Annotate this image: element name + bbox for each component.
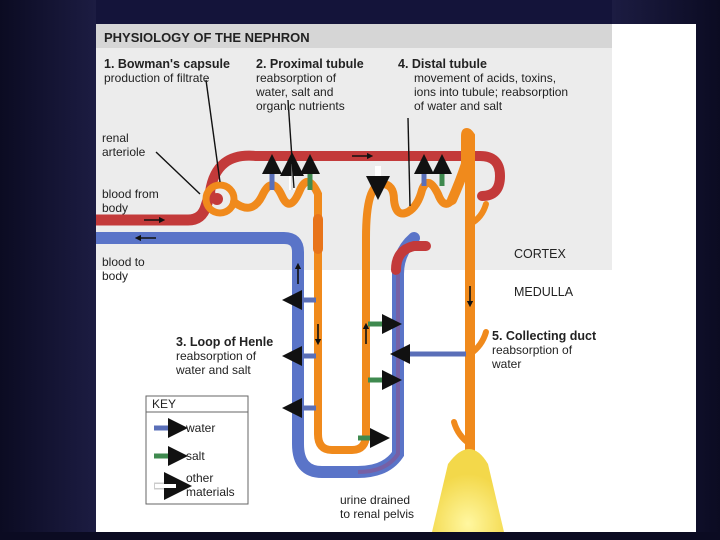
blood-from-body-label-1: blood from [102,187,159,201]
diagram-title: PHYSIOLOGY OF THE NEPHRON [104,30,310,45]
distal-heading: 4. Distal tubule [398,57,487,71]
medulla-label: MEDULLA [514,285,574,299]
collecting-description-2: water [491,357,521,371]
nephron-diagram: PHYSIOLOGY OF THE NEPHRON 1. Bowman's ca… [96,24,612,532]
loop-heading: 3. Loop of Henle [176,335,273,349]
blood-to-body-label-2: body [102,269,128,283]
cortex-label: CORTEX [514,247,567,261]
proximal-heading: 2. Proximal tubule [256,57,364,71]
glomerulus [211,193,223,205]
proximal-tubule [230,178,322,274]
leader-line [205,79,221,183]
proximal-description-2: water, salt and [255,85,333,99]
key-other-label-1: other [186,471,213,485]
duct-branch-1 [467,201,489,227]
red-vessel-top [205,150,506,201]
key-legend: KEY water salt other materials [145,395,249,505]
distal-description-2: ions into tubule; reabsorption [414,85,568,99]
title-band [96,24,612,48]
proximal-description-1: reabsorption of [256,71,337,85]
urine-label-2: to renal pelvis [340,507,414,521]
loop-of-henle [314,179,456,454]
vessel-shade [357,274,400,474]
renal-arteriole-label-2: arteriole [102,145,146,159]
blood-to-body-label-1: blood to [102,255,145,269]
bowman-description: production of filtrate [104,71,210,85]
frame-bottom [0,532,720,540]
proximal-description-3: organic nutrients [256,99,345,113]
duct-branch-2 [467,329,489,357]
frame-top [0,0,720,24]
collecting-heading: 5. Collecting duct [492,329,597,343]
frame-left [0,0,96,540]
loop-description-2: water and salt [175,363,251,377]
loop-description-1: reabsorption of [176,349,257,363]
bowman-heading: 1. Bowman's capsule [104,57,230,71]
blood-from-body-label-2: body [102,201,128,215]
red-vessel-medulla [391,241,431,275]
distal-description-3: of water and salt [414,99,503,113]
collecting-duct [447,128,475,489]
key-salt-label: salt [186,449,205,463]
key-other-label-2: materials [186,485,235,499]
descending-thick-segment [313,214,323,254]
urine-label-1: urine drained [340,493,410,507]
leader-line [287,99,295,189]
distal-description-1: movement of acids, toxins, [414,71,556,85]
collecting-description-1: reabsorption of [492,343,573,357]
renal-pelvis [432,449,504,532]
key-title: KEY [152,397,176,411]
leader-line [155,151,201,195]
leader-line [407,117,411,207]
renal-arteriole-label-1: renal [102,131,129,145]
duct-branch-3 [451,419,473,447]
key-water-label: water [185,421,215,435]
nephron-slide: PHYSIOLOGY OF THE NEPHRON 1. Bowman's ca… [96,24,612,532]
slide-margin [612,24,696,532]
